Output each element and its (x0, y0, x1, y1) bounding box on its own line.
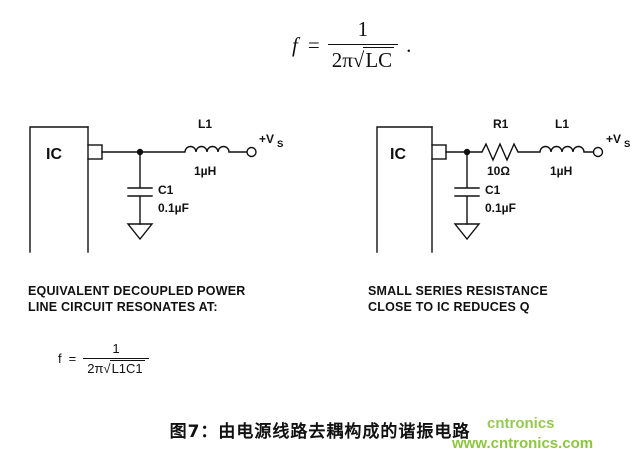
fraction-numerator: 1 (112, 341, 120, 356)
watermark-logo: cntronics (487, 415, 555, 432)
capacitor-label: C1 (485, 183, 501, 197)
resistor-label: R1 (493, 117, 509, 131)
supply-label: +V (606, 132, 621, 146)
watermark-url: www.cntronics.com (452, 435, 594, 452)
capacitor-label: C1 (158, 183, 174, 197)
period: . (406, 32, 412, 57)
equals-sign: = (307, 32, 320, 57)
den-prefix: 2π (331, 48, 353, 72)
circuit-left: IC L1 1µH C1 0.1µF +V S (29, 117, 283, 253)
caption-right-line2: CLOSE TO IC REDUCES Q (368, 299, 530, 314)
inductor-label: L1 (198, 117, 212, 131)
ic-outline (29, 126, 103, 253)
caption-right: SMALL SERIES RESISTANCE CLOSE TO IC REDU… (368, 284, 548, 315)
fraction: 1 2π√LC (327, 17, 399, 73)
ic-outline (376, 126, 447, 253)
resonance-equation-small: f = 1 2π√L1C1 (58, 341, 149, 376)
equation-variable: f (58, 351, 62, 366)
ic-label: IC (46, 146, 62, 163)
caption-left: EQUIVALENT DECOUPLED POWER LINE CIRCUIT … (28, 284, 245, 315)
capacitor-value: 0.1µF (158, 201, 189, 215)
den-prefix: 2π (87, 361, 104, 376)
capacitor (453, 151, 481, 241)
resonance-equation: f = 1 2π√LC . (292, 17, 411, 73)
capacitor (126, 151, 154, 241)
inductor-value: 1µH (550, 164, 572, 178)
fraction-numerator: 1 (357, 17, 369, 41)
capacitor-value: 0.1µF (485, 201, 516, 215)
resistor-value: 10Ω (487, 164, 510, 178)
supply-wire (101, 145, 248, 153)
ground-symbol (453, 223, 481, 241)
inductor-label: L1 (555, 117, 569, 131)
equation-variable: f (292, 32, 298, 57)
fraction-denominator: 2π√L1C1 (83, 358, 149, 376)
radical-sign: √ (103, 361, 111, 376)
figure-caption: 图7：由电源线路去耦构成的谐振电路 (169, 422, 471, 442)
fraction-denominator: 2π√LC (327, 44, 399, 73)
radicand: LC (363, 47, 395, 72)
supply-terminal (246, 146, 257, 158)
equals-sign: = (68, 351, 77, 366)
supply-label: +V (259, 132, 274, 146)
supply-subscript: S (624, 139, 630, 150)
ic-pin (431, 144, 447, 160)
supply-subscript: S (277, 139, 283, 150)
ic-label: IC (390, 146, 406, 163)
caption-left-line2: LINE CIRCUIT RESONATES AT: (28, 299, 218, 314)
radicand: L1C1 (109, 360, 145, 376)
circuit-right: IC R1 10Ω L1 1µH C1 0.1µF +V S (376, 117, 630, 253)
caption-right-line1: SMALL SERIES RESISTANCE (368, 284, 548, 298)
supply-terminal (592, 146, 604, 158)
inductor-value: 1µH (194, 164, 216, 178)
ground-symbol (126, 223, 154, 241)
fraction: 1 2π√L1C1 (83, 341, 149, 376)
radical-sign: √ (352, 48, 365, 72)
ic-pin (87, 144, 103, 160)
caption-left-line1: EQUIVALENT DECOUPLED POWER (28, 284, 246, 298)
supply-wire (445, 142, 595, 162)
